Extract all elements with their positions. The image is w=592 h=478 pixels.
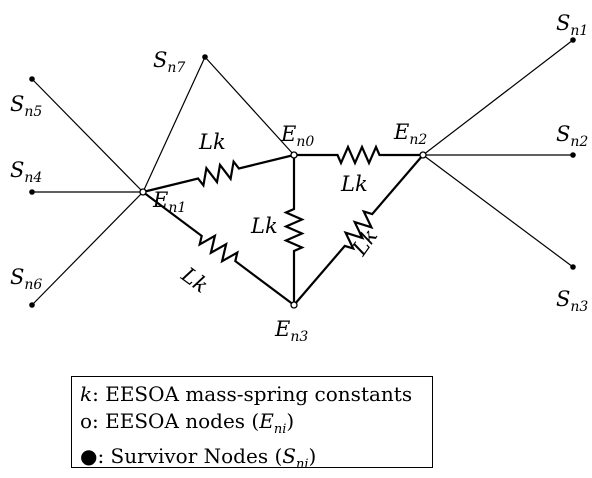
eesoa-node-e3 <box>290 301 298 309</box>
survivor-node-s2 <box>570 152 576 158</box>
edge-s3-e2 <box>422 154 574 268</box>
survivor-label-2: Sn2 <box>556 122 588 150</box>
eesoa-node-e2 <box>419 151 427 159</box>
survivor-node-s1 <box>570 37 576 43</box>
survivor-node-s6 <box>29 302 35 308</box>
survivor-node-s4 <box>29 189 35 195</box>
eesoa-node-e0 <box>290 151 298 159</box>
eesoa-label-3: En3 <box>274 317 308 345</box>
legend-survivor-text: : Survivor Nodes ( <box>97 444 283 468</box>
survivor-node-s5 <box>29 76 35 82</box>
legend-k-text: : EESOA mass-spring constants <box>92 382 413 406</box>
eesoa-label-0: En0 <box>280 122 314 150</box>
spring-e1-e0 <box>142 153 295 194</box>
survivor-label-1: Sn1 <box>556 11 588 39</box>
legend-row-k: k: EESOA mass-spring constants <box>80 381 432 408</box>
spring-e0-e2 <box>294 144 423 166</box>
survivor-label-7: Sn7 <box>153 48 185 76</box>
survivor-label-5: Sn5 <box>10 92 42 120</box>
survivor-label-4: Sn4 <box>10 158 42 186</box>
spring-label-5: Lk <box>347 224 383 260</box>
legend-survivor-symbol: ● <box>80 444 98 468</box>
spring-label-1: Lk <box>198 130 226 154</box>
springs <box>142 144 424 306</box>
eesoa-node-e1 <box>139 188 147 196</box>
edge-s7-e0 <box>204 56 295 156</box>
edge-s6-e1 <box>31 191 144 306</box>
survivor-node-s3 <box>570 264 576 270</box>
spring-e1-e3 <box>142 191 295 306</box>
nodes <box>29 37 576 309</box>
eesoa-label-1: En1 <box>152 188 186 216</box>
legend-k-symbol: k <box>80 382 93 406</box>
edge-s7-e1 <box>142 56 206 193</box>
edge-s5-e1 <box>31 78 144 193</box>
spring-label-3: Lk <box>250 214 278 238</box>
survivor-label-6: Sn6 <box>10 265 42 293</box>
legend-node-var: Eni <box>259 409 287 437</box>
legend-node-text: : EESOA nodes ( <box>92 409 260 433</box>
legend-survivor-close: ) <box>308 444 317 468</box>
spring-e0-e3 <box>283 155 305 305</box>
legend-node-close: ) <box>286 409 295 433</box>
spring-e2-e3 <box>293 154 424 306</box>
legend-row-eesoa: o: EESOA nodes (Eni) <box>80 408 432 443</box>
legend-row-survivor: ●: Survivor Nodes (Sni) <box>80 443 432 478</box>
legend-box: k: EESOA mass-spring constants o: EESOA … <box>71 376 433 472</box>
node-labels: Sn1Sn2Sn3Sn4Sn5Sn6Sn7En0En1En2En3LkLkLkL… <box>10 11 588 345</box>
survivor-node-s7 <box>202 54 208 60</box>
eesoa-label-2: En2 <box>393 120 427 148</box>
legend-survivor-var: Sni <box>282 444 309 472</box>
survivor-label-3: Sn3 <box>556 287 588 315</box>
legend-node-symbol: o <box>80 409 93 433</box>
straight-edges <box>31 39 574 306</box>
edge-s1-e2 <box>422 39 574 156</box>
spring-label-2: Lk <box>340 172 368 196</box>
spring-label-4: Lk <box>176 262 212 298</box>
